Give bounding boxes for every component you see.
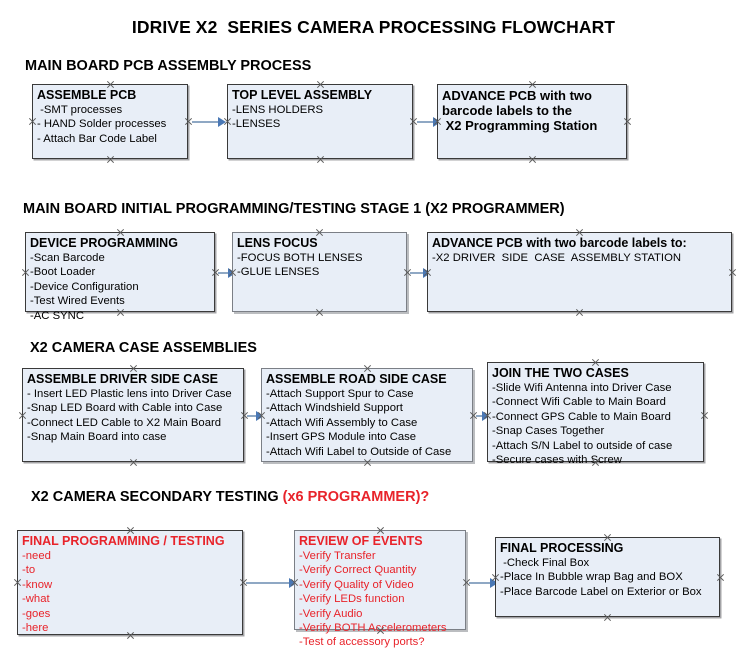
connector-final-programming-to-review-of-events	[246, 582, 294, 584]
node-title: REVIEW OF EVENTS	[299, 534, 423, 548]
node-line: -Verify Quality of Video	[299, 578, 414, 591]
node-title: LENS FOCUS	[237, 236, 318, 250]
node-line: -Verify BOTH Accelerometers	[299, 622, 447, 635]
connector-assemble-pcb-to-top-level-assembly	[192, 121, 220, 123]
node-title: ADVANCE PCB with two barcode labels to t…	[442, 88, 598, 133]
node-line: -Connect GPS Cable to Main Board	[492, 410, 671, 423]
node-line: -Insert GPS Module into Case	[266, 431, 417, 444]
section-heading-text: MAIN BOARD PCB ASSEMBLY PROCESS	[25, 58, 312, 74]
node-line: -Attach Windshield Support	[266, 402, 403, 415]
connector-review-of-events-to-final-processing	[469, 582, 495, 584]
node-line: -Attach Support Spur to Case	[266, 388, 414, 400]
node-title: ADVANCE PCB with two barcode labels to:	[432, 236, 687, 250]
arrowhead-icon	[490, 578, 498, 588]
node-line: -Snap Main Board into case	[27, 431, 167, 444]
node-line: -Attach Wifi Label to Outside of Case	[266, 445, 452, 458]
node-line: -Test Wired Events	[30, 295, 125, 308]
node-title: FINAL PROCESSING	[500, 541, 624, 555]
node-line: -LENSES	[232, 118, 281, 131]
node-review-of-events[interactable]: REVIEW OF EVENTS -Verify Transfer -Verif…	[294, 530, 466, 648]
node-line: -goes	[22, 607, 51, 620]
node-advance-pcb-to-x2-programming-station[interactable]: ADVANCE PCB with two barcode labels to t…	[437, 84, 627, 159]
node-assemble-driver-side-case[interactable]: ASSEMBLE DRIVER SIDE CASE - Insert LED P…	[22, 368, 244, 462]
connector-lens-focus-to-advance-pcb	[410, 272, 427, 274]
node-title: ASSEMBLE DRIVER SIDE CASE	[27, 372, 219, 386]
node-line: - Attach Bar Code Label	[37, 132, 157, 145]
section-heading-text: X2 CAMERA SECONDARY TESTING	[31, 489, 283, 505]
node-line: -Boot Loader	[30, 266, 96, 279]
node-assemble-road-side-case[interactable]: ASSEMBLE ROAD SIDE CASE -Attach Support …	[261, 368, 473, 462]
node-top-level-assembly[interactable]: TOP LEVEL ASSEMBLY -LENS HOLDERS -LENSES	[227, 84, 413, 159]
node-line-overflow: -Test of accessory ports?	[299, 636, 425, 649]
node-line: -Slide Wifi Antenna into Driver Case	[492, 382, 672, 394]
node-line: - Insert LED Plastic lens into Driver Ca…	[27, 388, 232, 400]
node-title: ASSEMBLE PCB	[37, 88, 137, 102]
arrowhead-icon	[482, 411, 490, 421]
node-advance-pcb-to-driver-side-case-station[interactable]: ADVANCE PCB with two barcode labels to: …	[427, 232, 732, 312]
connector-top-level-assembly-to-advance-pcb	[417, 121, 437, 123]
node-line: -know	[22, 578, 53, 591]
section-heading-x2-camera-secondary-testing: X2 CAMERA SECONDARY TESTING (x6 PROGRAMM…	[31, 489, 429, 505]
node-line: -GLUE LENSES	[237, 266, 320, 279]
node-line: -Verify Audio	[299, 607, 363, 620]
node-line: -SMT processes	[37, 104, 123, 116]
node-line: -Verify LEDs function	[299, 593, 405, 606]
node-join-the-two-cases[interactable]: JOIN THE TWO CASES -Slide Wifi Antenna i…	[487, 362, 704, 466]
section-heading-text: X2 CAMERA CASE ASSEMBLIES	[30, 340, 257, 356]
node-line: -Connect LED Cable to X2 Main Board	[27, 416, 222, 429]
arrowhead-icon	[218, 117, 226, 127]
node-title: FINAL PROGRAMMING / TESTING	[22, 534, 225, 548]
node-line: -Attach Wifi Assembly to Case	[266, 416, 418, 429]
node-line: -Device Configuration	[30, 280, 139, 293]
page-title: IDRIVE X2 SERIES CAMERA PROCESSING FLOWC…	[131, 17, 616, 37]
node-line: -Place Barcode Label on Exterior or Box	[500, 585, 702, 598]
node-line: -Secure cases with Screw	[492, 454, 622, 467]
connector-driver-side-to-road-side	[247, 415, 259, 417]
section-heading-main-board-initial-programming: MAIN BOARD INITIAL PROGRAMMING/TESTING S…	[23, 201, 565, 217]
node-line: -Snap Cases Together	[492, 425, 605, 438]
node-line: -FOCUS BOTH LENSES	[237, 252, 363, 264]
section-heading-x2-camera-case-assemblies: X2 CAMERA CASE ASSEMBLIES	[30, 340, 257, 356]
node-line: -Verify Transfer	[299, 550, 376, 562]
node-line: -Snap LED Board with Cable into Case	[27, 402, 223, 415]
node-line: -Scan Barcode	[30, 252, 105, 264]
node-title: TOP LEVEL ASSEMBLY	[232, 88, 373, 102]
node-line: -here	[22, 622, 49, 635]
node-line: -to	[22, 564, 36, 577]
section-heading-text: MAIN BOARD INITIAL PROGRAMMING/TESTING S…	[23, 201, 565, 217]
node-line: -Place In Bubble wrap Bag and BOX	[500, 571, 683, 584]
node-line: - HAND Solder processes	[37, 118, 167, 131]
node-lens-focus[interactable]: LENS FOCUS -FOCUS BOTH LENSES -GLUE LENS…	[232, 232, 407, 312]
node-line: -AC SYNC	[30, 309, 84, 322]
section-heading-main-board-pcb-assembly: MAIN BOARD PCB ASSEMBLY PROCESS	[25, 58, 311, 74]
arrowhead-icon	[256, 411, 264, 421]
node-line: -need	[22, 550, 51, 562]
node-assemble-pcb[interactable]: ASSEMBLE PCB -SMT processes - HAND Solde…	[32, 84, 188, 159]
node-line: -Verify Correct Quantity	[299, 564, 417, 577]
node-title: ASSEMBLE ROAD SIDE CASE	[266, 372, 447, 386]
node-line: -Connect Wifi Cable to Main Board	[492, 396, 666, 409]
node-final-processing[interactable]: FINAL PROCESSING -Check Final Box -Place…	[495, 537, 720, 617]
node-title: JOIN THE TWO CASES	[492, 366, 629, 380]
arrowhead-icon	[289, 578, 297, 588]
connector-road-side-to-join-cases	[476, 415, 486, 417]
connector-device-programming-to-lens-focus	[218, 272, 230, 274]
section-heading-accent: (x6 PROGRAMMER)?	[282, 489, 430, 505]
node-title: DEVICE PROGRAMMING	[30, 236, 178, 250]
node-line: -Check Final Box	[500, 557, 590, 569]
node-line: -what	[22, 593, 50, 606]
node-line: -X2 DRIVER SIDE CASE ASSEMBLY STATION	[432, 252, 682, 264]
node-device-programming[interactable]: DEVICE PROGRAMMING -Scan Barcode -Boot L…	[25, 232, 215, 322]
node-line: -Attach S/N Label to outside of case	[492, 439, 673, 452]
node-final-programming-testing[interactable]: FINAL PROGRAMMING / TESTING -need -to -k…	[17, 530, 243, 635]
node-line: -LENS HOLDERS	[232, 104, 324, 116]
